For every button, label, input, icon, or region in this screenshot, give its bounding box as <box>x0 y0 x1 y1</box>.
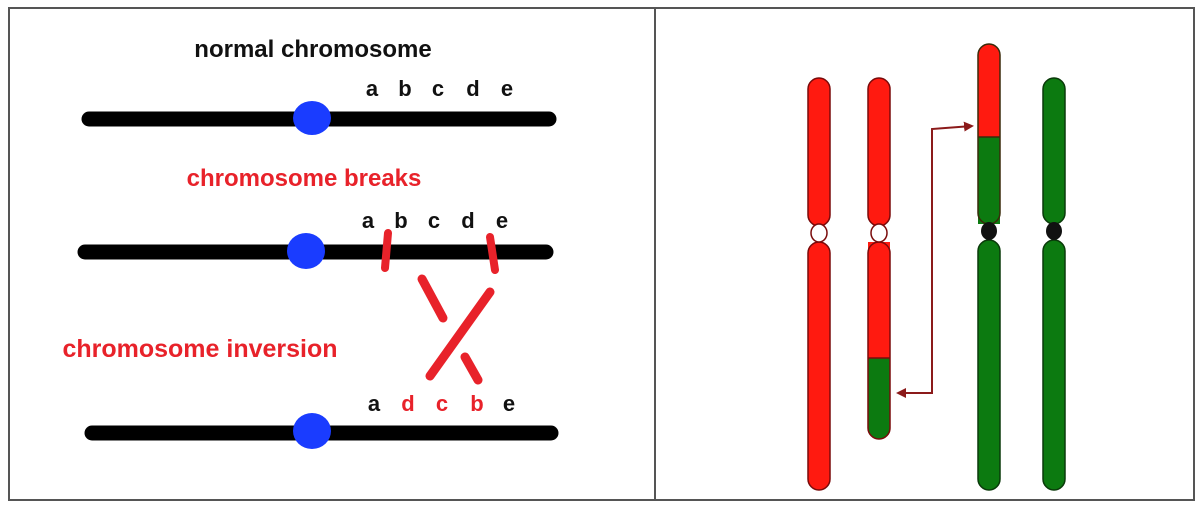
chromosome-arm <box>977 239 1001 491</box>
inverted-centromere <box>293 413 331 449</box>
inversion-mark <box>425 287 495 381</box>
gene-label: b <box>398 76 411 101</box>
normal-chromosome-title: normal chromosome <box>194 36 431 63</box>
normal-centromere <box>293 101 331 135</box>
chromosome-breaks-title: chromosome breaks <box>187 165 422 192</box>
gene-label: e <box>501 76 513 101</box>
chromosome-red-translocated <box>867 77 891 440</box>
chromosome-arm-green-part <box>868 358 890 439</box>
centromere <box>1046 222 1062 240</box>
chromosome-arm-red-part <box>978 44 1000 137</box>
chromosome-green-full <box>1042 77 1066 491</box>
right-panel-frame <box>654 7 1195 501</box>
inversion-mark <box>460 352 483 385</box>
chromosome-arm <box>807 77 831 227</box>
inversion-cross-marks <box>417 274 495 385</box>
break-mark-left <box>381 229 392 272</box>
chromosome-red-full <box>807 77 831 491</box>
chromosome-arm <box>1042 239 1066 491</box>
chromosome-arm-green-part <box>978 137 1000 224</box>
chromosome-arm <box>1042 77 1066 225</box>
gene-label: e <box>496 208 508 233</box>
broken-centromere <box>287 233 325 269</box>
centromere <box>981 222 997 240</box>
centromere <box>870 223 888 243</box>
gene-label: c <box>436 391 448 416</box>
translocation-panel <box>807 43 1066 491</box>
gene-label: b <box>470 391 483 416</box>
chromosome-arm <box>807 241 831 491</box>
gene-label: c <box>432 76 444 101</box>
normal-gene-labels: a b c d e <box>366 76 513 101</box>
inversion-mark <box>417 274 448 323</box>
gene-label: d <box>461 208 474 233</box>
centromere <box>810 223 828 243</box>
gene-label: b <box>394 208 407 233</box>
gene-label: a <box>368 391 381 416</box>
chromosome-green-translocated <box>977 43 1001 491</box>
gene-label: a <box>362 208 375 233</box>
break-mark-right <box>486 233 499 274</box>
chromosome-inversion-title: chromosome inversion <box>62 335 337 363</box>
gene-label: a <box>366 76 379 101</box>
chromosome-arm <box>867 77 891 227</box>
gene-label: e <box>503 391 515 416</box>
inverted-gene-labels: a d c b e <box>368 391 515 416</box>
gene-label: d <box>466 76 479 101</box>
translocation-arrow <box>898 121 974 394</box>
chromosome-arm-red-part <box>868 242 890 358</box>
translocation-arrowhead-left <box>896 388 906 398</box>
break-gene-labels: a b c d e <box>362 208 508 233</box>
gene-label: d <box>401 391 414 416</box>
gene-label: c <box>428 208 440 233</box>
inversion-panel: normal chromosome a b c d e chromosome b… <box>62 36 559 449</box>
